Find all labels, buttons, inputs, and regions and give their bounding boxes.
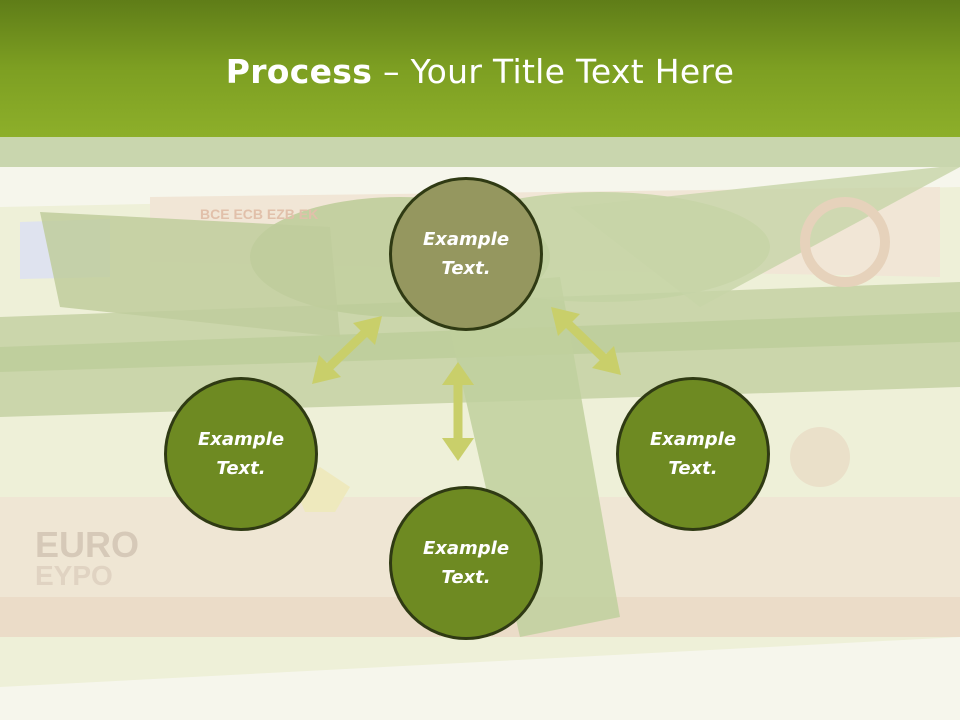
banknote-text-euro: EURO	[35, 524, 139, 565]
node-label-left: Example Text.	[197, 429, 285, 479]
banknote-text-ecb: BCE ECB EZB EK	[200, 206, 318, 222]
title-separator: –	[372, 52, 411, 91]
process-node-top[interactable]: Example Text.	[389, 177, 543, 331]
title-bold: Process	[225, 52, 373, 91]
node-label-top: Example Text.	[422, 229, 510, 279]
title-rest: Your Title Text Here	[410, 52, 735, 91]
banknote-text-eypo: EYPO	[35, 560, 113, 591]
slide-title: Process – Your Title Text Here	[0, 52, 960, 91]
node-label-right: Example Text.	[649, 429, 737, 479]
title-strip	[0, 137, 960, 167]
process-node-bottom[interactable]: Example Text.	[389, 486, 543, 640]
process-node-right[interactable]: Example Text.	[616, 377, 770, 531]
process-node-left[interactable]: Example Text.	[164, 377, 318, 531]
node-label-bottom: Example Text.	[422, 538, 510, 588]
title-band	[0, 0, 960, 137]
